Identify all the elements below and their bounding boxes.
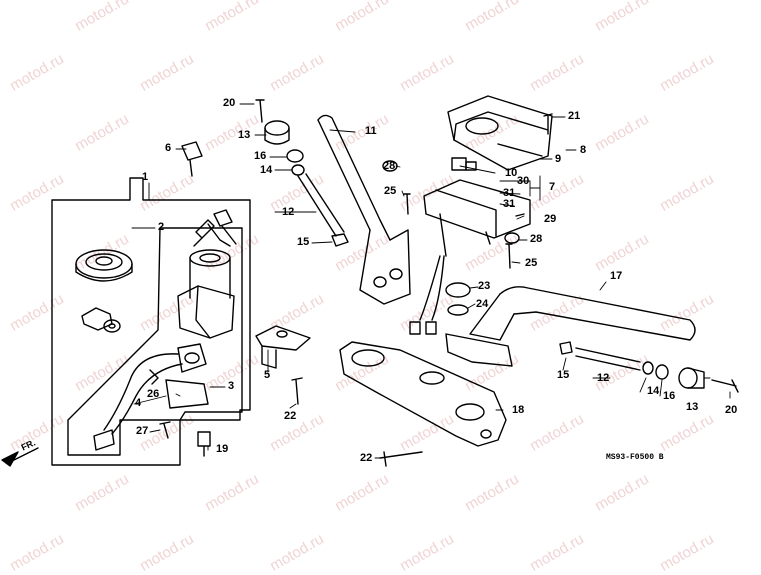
washer-24 [447,304,469,316]
callout-25-top: 25 [384,185,397,197]
callout-2: 2 [158,221,165,233]
callout-4: 4 [135,397,142,409]
callout-12-left: 12 [282,206,295,218]
callout-16-left: 16 [254,150,267,162]
bolt-25-right [505,243,513,269]
callout-16-right: 16 [663,390,676,402]
bolt-22-bottom [379,451,423,467]
weight-rod-12-right [575,347,641,371]
callout-18: 18 [512,404,525,416]
bracket-5 [255,325,311,369]
seat-lock [81,307,121,333]
fuel-cap [75,249,133,282]
screw-20-left [255,99,265,123]
top-cover [447,95,553,171]
ignition-keys [193,209,237,247]
callout-6: 6 [165,142,172,154]
rubber-16-right [655,364,669,380]
bolt-19 [197,431,211,457]
callout-15-right: 15 [557,369,570,381]
indicator-housing [423,157,531,257]
assembly-frame-1 [51,177,251,466]
handlebar-right [445,286,696,367]
callout-30: 30 [517,175,530,187]
handlebar-left [317,114,411,305]
callout-13-left: 13 [238,129,251,141]
bolt-25-top [403,193,411,215]
callout-21: 21 [568,110,581,122]
callout-5: 5 [264,369,271,381]
callout-31-b: 31 [503,198,516,210]
top-bridge [339,341,507,447]
grip-end-right [678,367,705,389]
callout-20-right: 20 [725,404,738,416]
direction-arrow [1,447,39,467]
washer-23 [445,282,471,298]
assembly-frame-2 [67,227,243,456]
callout-22-bottom: 22 [360,452,373,464]
callout-26: 26 [147,388,160,400]
callout-28-top: 28 [383,160,396,172]
nut-15-right [559,341,573,355]
callout-15-left: 15 [297,236,310,248]
rubber-16-left [286,149,304,163]
center-connector-b [425,321,437,335]
screw-21 [543,113,553,135]
collar-14-right [642,361,654,375]
callout-8: 8 [580,144,587,156]
callout-20-left: 20 [223,97,236,109]
diagram-code: MS93-F0500 B [606,453,664,462]
cap-28-right [504,232,520,244]
callout-29: 29 [544,213,557,225]
weight-rod-12-left [297,173,345,237]
callout-13-right: 13 [686,401,699,413]
screw-20-right [711,379,739,393]
callout-1: 1 [142,171,149,183]
callout-9: 9 [555,153,562,165]
callout-3: 3 [228,380,235,392]
screw-27 [159,421,171,439]
center-harness [419,255,445,321]
screw-29 [515,213,525,217]
callout-11: 11 [365,125,377,137]
grip-end-left [264,120,290,145]
callout-10: 10 [505,167,518,179]
spare-key [181,141,203,177]
nut-15-left [331,233,349,247]
callout-12-right: 12 [597,372,610,384]
callout-14-right: 14 [647,385,660,397]
ignition-switch-body [177,249,235,339]
collar-14-left [291,164,305,176]
callout-27: 27 [136,425,149,437]
callout-17: 17 [610,270,623,282]
callout-7: 7 [549,181,556,193]
callout-31-a: 31 [503,187,516,199]
switch-wiring [93,343,209,451]
callout-25-right: 25 [525,257,538,269]
callout-24: 24 [476,298,489,310]
callout-14-left: 14 [260,164,273,176]
callout-28-right: 28 [530,233,543,245]
callout-23: 23 [478,280,491,292]
bolt-22-left [291,377,303,405]
center-connector-a [409,321,421,335]
callout-19: 19 [216,443,229,455]
callout-22-left: 22 [284,410,297,422]
